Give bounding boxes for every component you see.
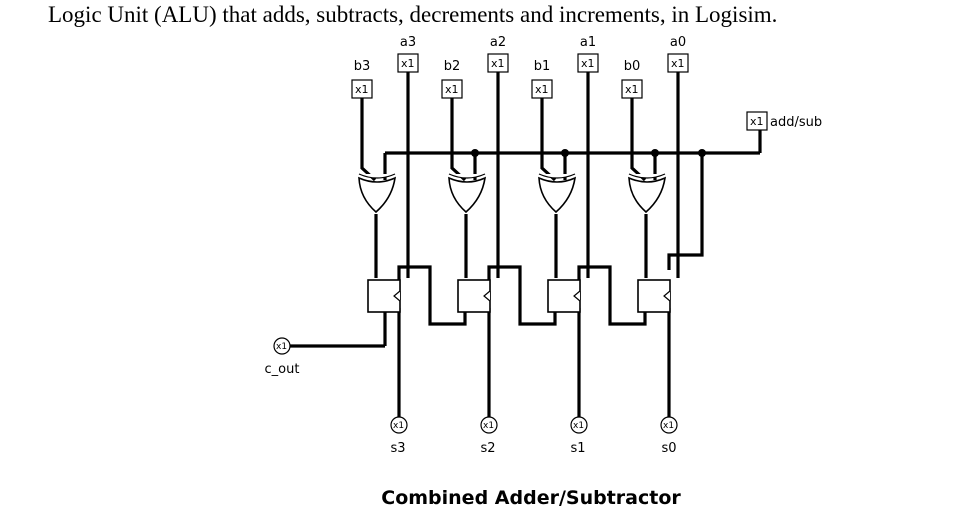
label-add-sub: add/sub [770, 115, 822, 130]
label-s2: s2 [480, 441, 495, 456]
input-pin-b3[interactable] [351, 79, 373, 99]
bit-slice-1 [538, 72, 647, 418]
label-c-out: c_out [265, 362, 300, 377]
input-pin-b2[interactable] [441, 79, 463, 99]
output-pin-s3-value: x1 [393, 421, 404, 431]
bit-slice-2 [448, 72, 557, 418]
bit-slice-3 [358, 72, 467, 418]
input-pin-add-sub[interactable] [746, 111, 768, 131]
input-pin-b0[interactable] [621, 79, 643, 99]
input-pin-add-sub-value: x1 [750, 115, 764, 128]
label-a3: a3 [400, 35, 416, 50]
input-pin-b3-value: x1 [355, 83, 369, 96]
input-pin-a2-value: x1 [491, 57, 505, 70]
output-pin-s3 [390, 416, 408, 434]
input-pin-a2[interactable] [487, 53, 509, 73]
label-b1: b1 [534, 59, 551, 74]
label-s3: s3 [390, 441, 405, 456]
output-pin-c-out-value: x1 [276, 342, 287, 352]
input-pin-a3[interactable] [397, 53, 419, 73]
full-adder-0 [637, 279, 671, 313]
input-pin-a3-value: x1 [401, 57, 415, 70]
bit-slice-0 [628, 72, 706, 418]
input-pin-b0-value: x1 [625, 83, 639, 96]
label-b3: b3 [354, 59, 371, 74]
input-pin-b2-value: x1 [445, 83, 459, 96]
output-pin-s1 [570, 416, 588, 434]
input-pin-a1-value: x1 [581, 57, 595, 70]
xor-gate-2 [448, 176, 487, 214]
label-a0: a0 [670, 35, 686, 50]
output-pin-s2 [480, 416, 498, 434]
input-pin-b1-value: x1 [535, 83, 549, 96]
label-s0: s0 [661, 441, 676, 456]
input-pin-b1[interactable] [531, 79, 553, 99]
output-pin-c-out [273, 337, 291, 355]
output-pin-s2-value: x1 [483, 421, 494, 431]
input-pin-a1[interactable] [577, 53, 599, 73]
label-b0: b0 [624, 59, 641, 74]
xor-gate-3 [358, 176, 397, 214]
label-a1: a1 [580, 35, 596, 50]
xor-gate-1 [538, 176, 577, 214]
output-pin-s0 [660, 416, 678, 434]
output-pin-s1-value: x1 [573, 421, 584, 431]
label-a2: a2 [490, 35, 506, 50]
output-pin-s0-value: x1 [663, 421, 674, 431]
figure-caption: Combined Adder/Subtractor [381, 487, 681, 509]
page-heading: Logic Unit (ALU) that adds, subtracts, d… [48, 2, 778, 27]
xor-gate-0 [628, 176, 667, 214]
label-b2: b2 [444, 59, 461, 74]
input-pin-a0[interactable] [667, 53, 689, 73]
label-s1: s1 [570, 441, 585, 456]
input-pin-a0-value: x1 [671, 57, 685, 70]
